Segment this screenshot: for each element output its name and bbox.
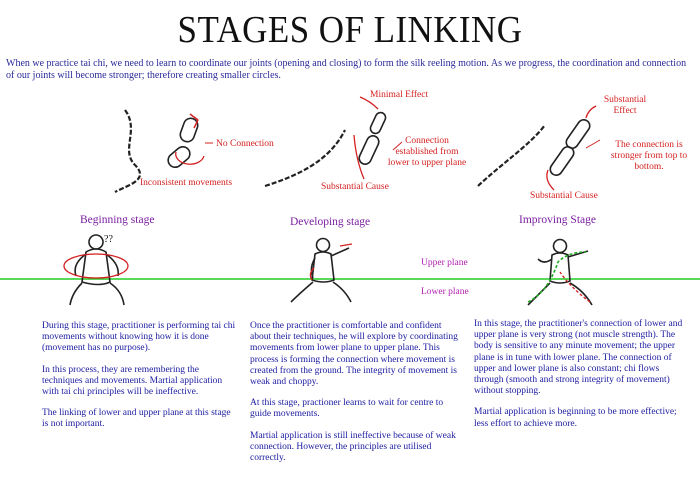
intro-text: When we practice tai chi, we need to lea… [6,58,687,81]
beginning-stage-figure [63,234,129,306]
label-connection-established: Connection established from lower to upp… [387,136,467,168]
improving-description: In this stage, the practitioner's connec… [474,319,690,440]
developing-stage-figure [290,237,353,303]
developing-description: Once the practitioner is comfortable and… [250,321,462,474]
beginning-paragraph: In this process, they are remembering th… [42,364,223,398]
stage-title-beginning: Beginning stage [80,214,155,226]
beginning-paragraph: During this stage, practitioner is perfo… [42,321,236,354]
developing-paragraph: Martial application is still ineffective… [250,430,456,464]
improving-stage-figure [527,238,593,306]
right-chain-icon [477,124,546,187]
developing-paragraph: At this stage, practioner learns to wait… [250,398,444,420]
stage-title-improving: Improving Stage [519,214,596,226]
loose-chain-icon [114,109,142,193]
stage-title-developing: Developing stage [290,216,371,228]
label-inconsistent-movements: Inconsistent movements [140,178,233,188]
label-substantial-cause-middle: Substantial Cause [321,182,389,192]
beginning-paragraph: The linking of lower and upper plane at … [42,408,231,430]
label-minimal-effect: Minimal Effect [370,90,429,100]
improving-paragraph: In this stage, the practitioner's connec… [474,319,683,397]
broken-links-icon [167,113,213,169]
middle-chain-icon [264,129,346,188]
label-connection-stronger: The connection is stronger from top to b… [610,140,688,172]
improving-paragraph: Martial application is beginning to be m… [474,407,677,429]
label-substantial-cause-right: Substantial Cause [530,191,598,201]
right-link-icon [546,105,601,191]
label-no-connection: No Connection [216,139,274,149]
question-marks: ?? [104,234,113,245]
beginning-description: During this stage, practitioner is perfo… [42,321,238,441]
page-title: STAGES OF LINKING [177,9,523,51]
label-lower-plane: Lower plane [421,287,469,297]
middle-link-icon [353,96,403,180]
label-upper-plane: Upper plane [421,258,468,268]
label-substantial-effect: Substantial Effect [603,95,647,116]
developing-paragraph: Once the practitioner is comfortable and… [250,321,458,388]
